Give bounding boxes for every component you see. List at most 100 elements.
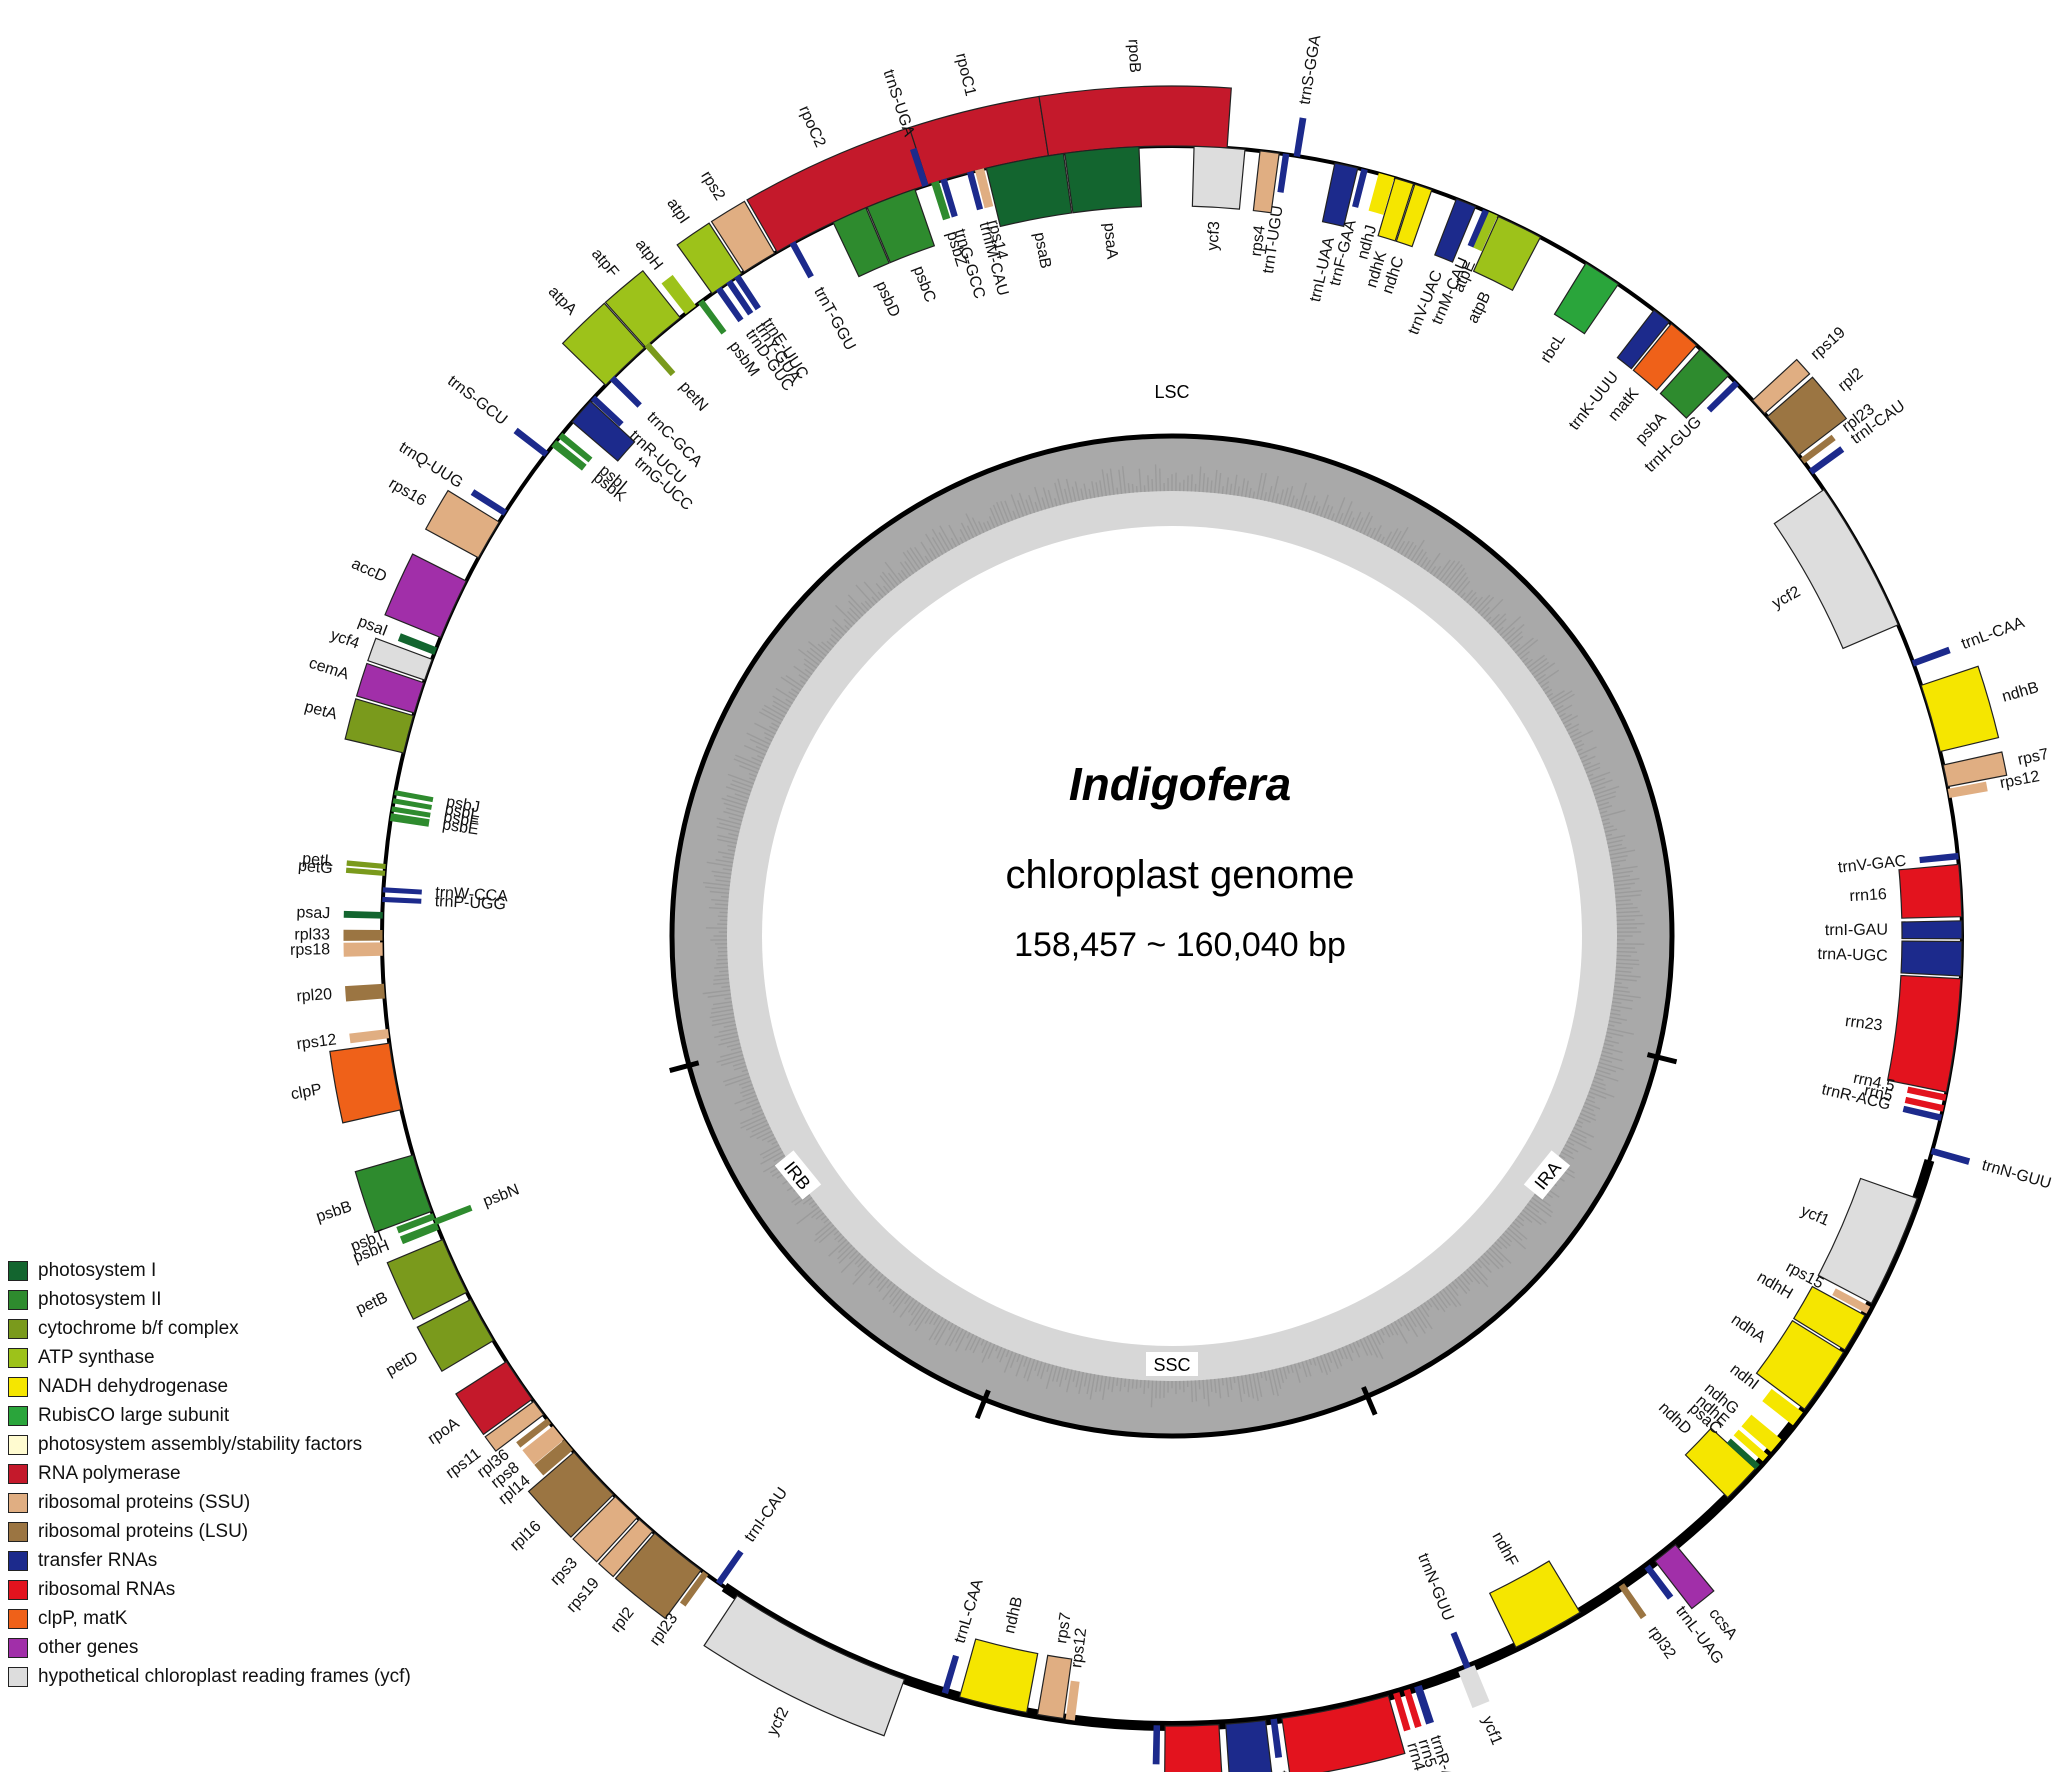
gc-spike [914,546,927,566]
gc-spike [726,807,745,815]
gc-spike [1282,487,1289,506]
gene-label-ndha: ndhA [1728,1311,1769,1346]
gene-label-psab: psaB [1030,231,1054,270]
gc-spike [798,674,808,682]
gc-spike [1080,488,1084,501]
gc-spike [948,1322,954,1331]
gc-spike [730,1046,742,1051]
gene-atpe [1472,211,1498,252]
gc-spike [1308,495,1316,513]
gc-spike [1248,1374,1255,1399]
gc-spike [1403,541,1414,557]
gc-spike [1078,1371,1084,1395]
gc-spike [1591,1083,1607,1091]
gc-spike [1106,473,1111,496]
gc-spike [978,521,985,533]
gene-label-cema: cemA [307,655,351,684]
gc-spike [1491,613,1507,628]
legend-label: ribosomal RNAs [38,1578,176,1600]
gc-spike [716,1054,744,1063]
gc-spike [1573,1126,1595,1138]
gc-spike [1095,482,1100,498]
gene-label-rps12: rps12 [1999,768,2042,792]
gc-spike [1091,481,1096,498]
gc-spike [1271,475,1279,503]
gc-spike [854,1260,870,1277]
gc-spike [1380,536,1385,544]
gc-spike [1426,552,1441,572]
gc-spike [1147,475,1150,492]
gc-spike [972,1337,982,1354]
gene-trnn-guu [1450,1631,1472,1671]
gc-spike [1109,468,1115,495]
gc-spike [739,1087,755,1094]
gc-spike [1352,1342,1361,1358]
gene-petg [345,867,386,876]
gc-spike [1571,1130,1587,1139]
gene-label-atpi: atpI [663,195,692,227]
gc-spike [1293,498,1299,509]
gc-spike [914,1308,931,1332]
gc-spike [1439,1290,1451,1306]
gene-rrn16 [1164,1723,1223,1772]
gc-spike [1615,974,1641,978]
gene-trnv-gac [1919,852,1959,864]
gc-spike [723,802,746,811]
gc-spike [881,571,896,589]
gc-spike [746,1098,759,1105]
gc-spike [1366,1335,1379,1358]
gene-label-atpb: atpB [1465,289,1495,326]
gc-spike [811,1203,818,1209]
gc-spike [1213,469,1218,494]
gene-label-rpob: rpoB [1125,39,1143,74]
gc-spike [1564,722,1572,728]
gc-spike [715,879,731,883]
gc-spike [1614,887,1631,891]
gene-label-rps19: rps19 [1808,324,1849,364]
gc-spike [1600,1054,1623,1062]
gc-spike [1486,1250,1504,1268]
gene-trnr-ucu [590,395,624,427]
gc-spike [1248,487,1252,498]
gc-spike [966,525,975,539]
gene-ndhk [1377,177,1415,242]
gc-spike [1610,859,1627,864]
gc-spike [718,1039,740,1046]
gc-spike [1338,512,1344,524]
gc-spike [1155,1380,1158,1399]
gc-spike [751,756,763,763]
gc-spike [1089,1374,1096,1400]
gc-spike [1143,1380,1146,1394]
gc-spike [1616,958,1639,962]
gc-spike [1127,483,1131,494]
gene-label-atph: atpH [632,236,666,273]
gc-spike [999,1348,1006,1363]
gene-rps18 [343,942,383,957]
gc-spike [840,1252,861,1274]
gc-spike [855,584,875,606]
gene-rrn23 [1281,1695,1406,1772]
gc-spike [1138,468,1142,493]
gc-spike [749,777,756,781]
gc-spike [1597,801,1610,807]
gc-spike [899,1297,915,1318]
gc-spike [920,541,934,562]
gc-spike [1252,491,1256,499]
gc-spike [1202,473,1206,493]
gc-spike [715,858,734,864]
gc-spike [1448,1283,1459,1297]
gc-spike [1582,1105,1595,1112]
gc-spike [1190,1380,1194,1403]
gc-spike [929,548,937,559]
gc-spike [908,1304,924,1327]
gc-spike [1448,567,1466,589]
gc-spike [1045,1364,1054,1390]
gc-spike [707,993,731,998]
gene-rpl2 [614,1532,702,1620]
gc-spike [803,658,818,669]
gene-rpl23 [1800,434,1836,464]
gc-spike [848,600,864,617]
gc-spike [1454,1278,1468,1295]
legend-item: NADH dehydrogenase [8,1372,411,1401]
gene-trnv-uac [1434,198,1477,263]
